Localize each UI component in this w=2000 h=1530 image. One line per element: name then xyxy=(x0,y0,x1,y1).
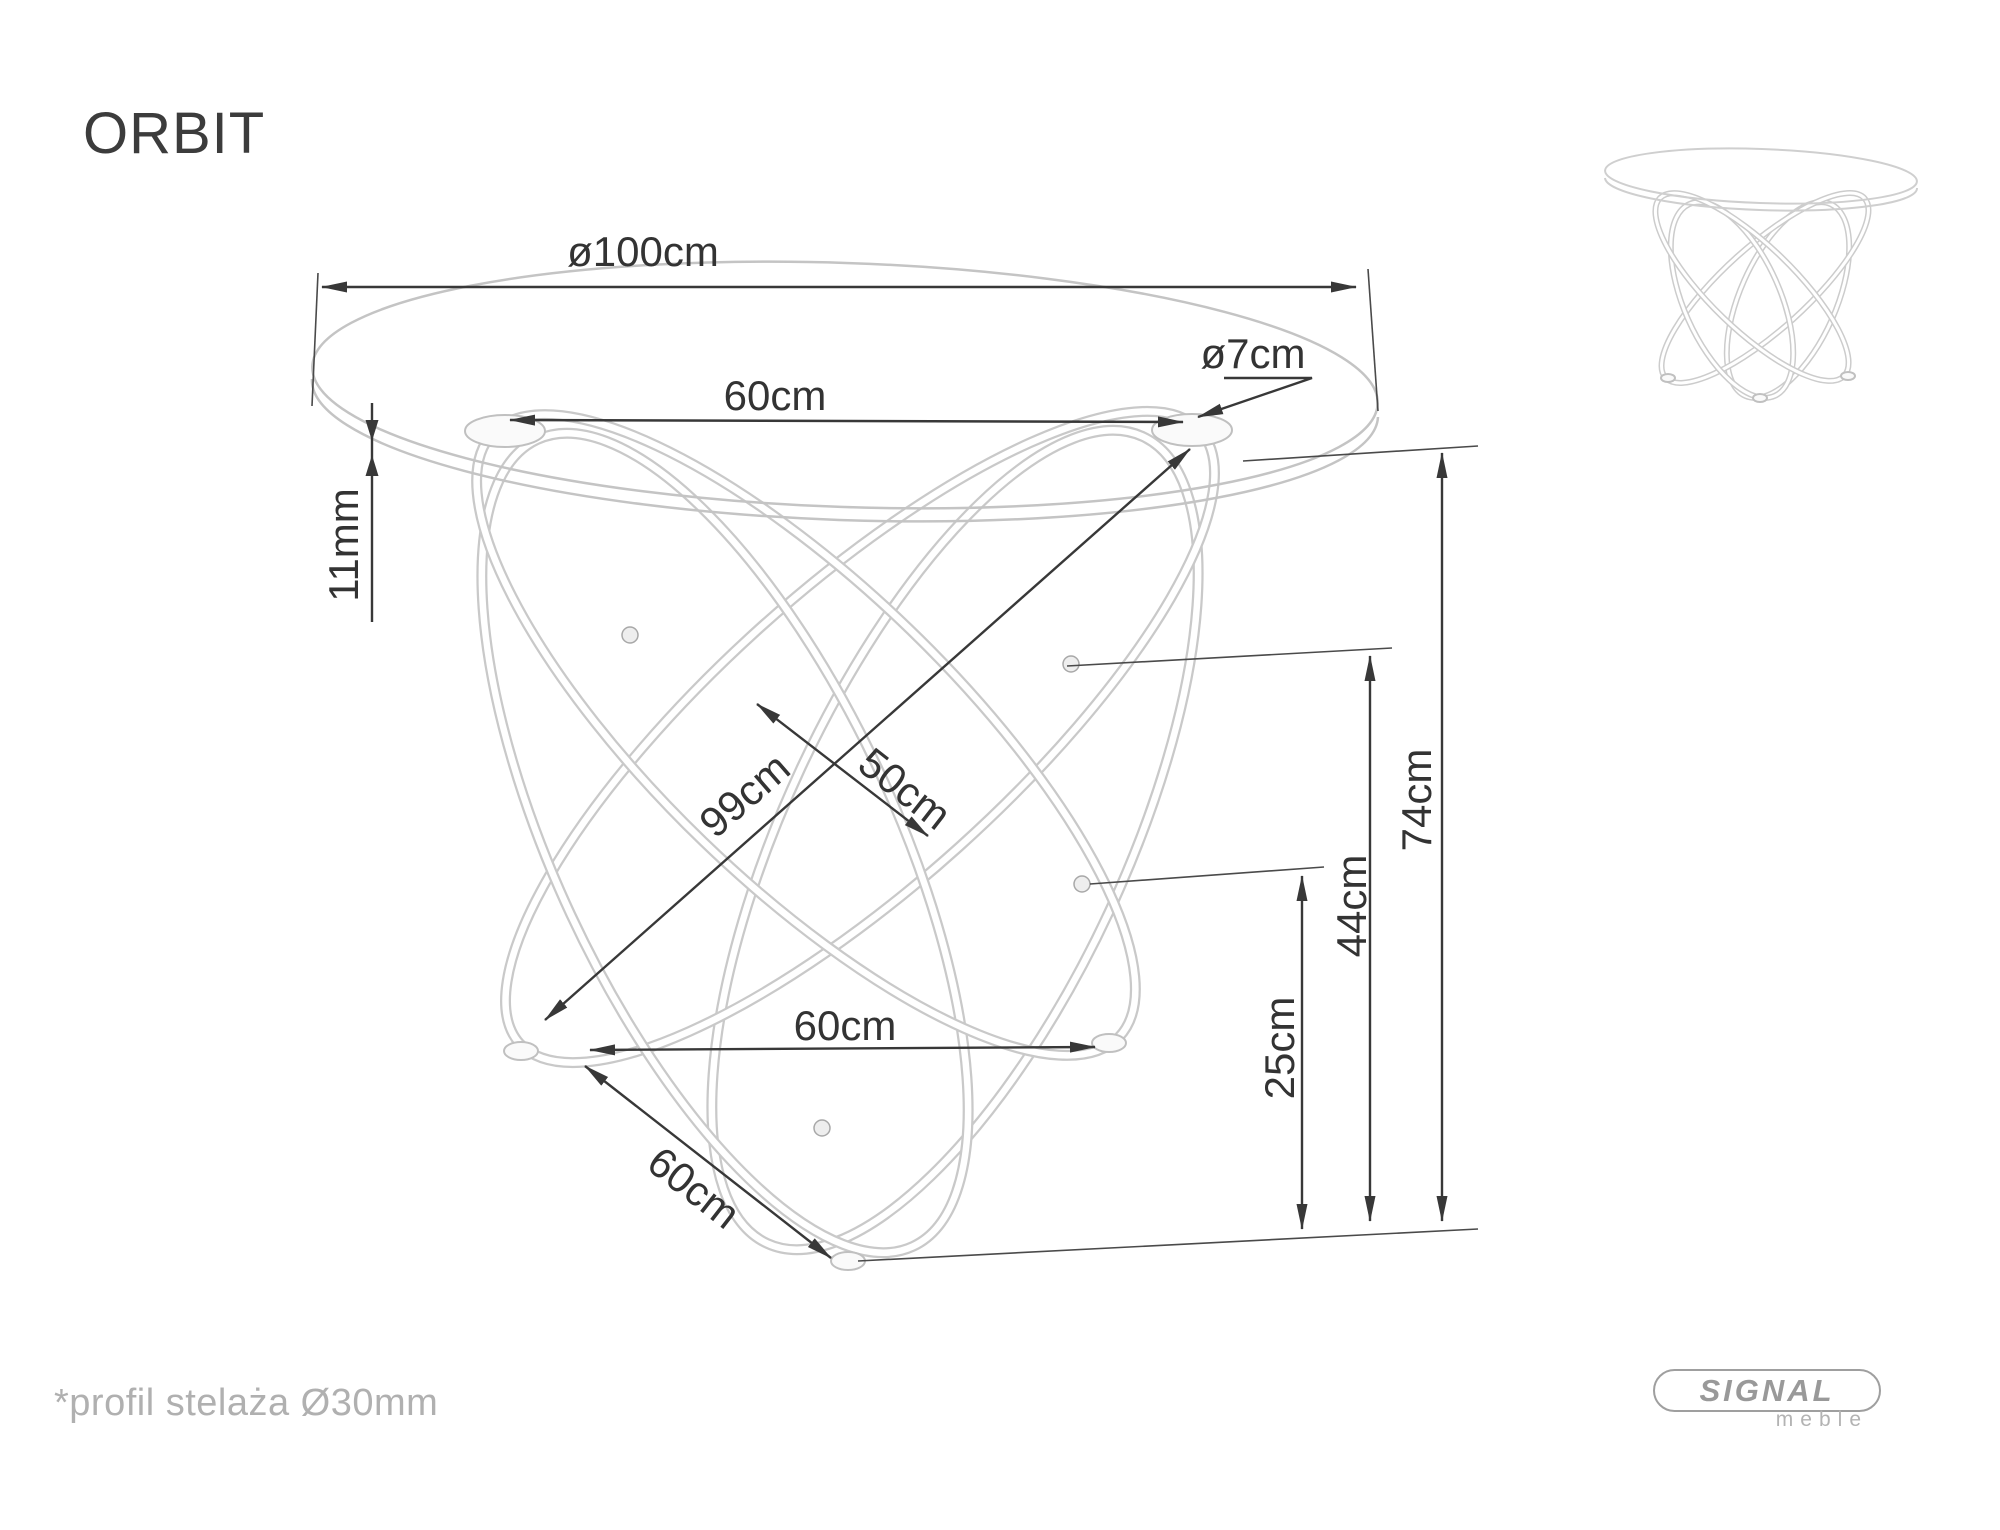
screw-dot xyxy=(1062,655,1080,673)
thumb-glass-top xyxy=(1604,147,1919,212)
footnote-note: *profil stelaża Ø30mm xyxy=(54,1382,439,1424)
dim-top-inner-span-label: 60cm xyxy=(724,372,827,419)
logo-brand-text: SIGNAL xyxy=(1699,1373,1835,1408)
foot-pad-right xyxy=(1091,1033,1127,1053)
product-thumbnail xyxy=(1604,147,1919,403)
dim-total-height-label: 74cm xyxy=(1393,749,1440,852)
dim-connector-diameter-label: ø7cm xyxy=(1201,330,1306,377)
dim-glass-thickness-label: 11mm xyxy=(320,488,367,602)
dim-mid-ring-height: 44cm xyxy=(1066,647,1393,1222)
screw-dot xyxy=(813,1119,831,1137)
logo-subtitle: meble xyxy=(1775,1408,1868,1431)
dim-top-inner-span: 60cm xyxy=(509,372,1184,428)
dim-lower-ring-height: 25cm xyxy=(1089,866,1325,1230)
page-title: ORBIT xyxy=(83,101,266,166)
dim-feet-span: 60cm xyxy=(589,1002,1096,1056)
dim-base-diagonal-label: 99cm xyxy=(690,744,798,847)
screw-dot xyxy=(1073,875,1091,893)
thumb-base-rings xyxy=(1652,190,1872,403)
top-connector-pad-right xyxy=(1151,413,1233,447)
dim-lower-ring-height-label: 25cm xyxy=(1256,997,1303,1100)
glass-edge-thickness xyxy=(310,378,1380,523)
dim-total-height: 74cm xyxy=(857,445,1479,1262)
brand-logo: SIGNAL xyxy=(1653,1369,1881,1412)
dim-top-diameter-label: ø100cm xyxy=(567,228,719,275)
dimension-annotations: ø100cm 60cm ø7cm 11mm 99cm 50cm xyxy=(311,228,1479,1262)
screw-dot xyxy=(621,626,639,644)
foot-pad-left xyxy=(503,1041,539,1061)
dim-top-diameter: ø100cm xyxy=(311,228,1379,412)
dim-mid-ring-height-label: 44cm xyxy=(1328,855,1375,958)
dim-glass-thickness: 11mm xyxy=(320,403,379,622)
dim-connector-diameter: ø7cm xyxy=(1197,330,1313,419)
dim-feet-span-label: 60cm xyxy=(794,1002,897,1049)
